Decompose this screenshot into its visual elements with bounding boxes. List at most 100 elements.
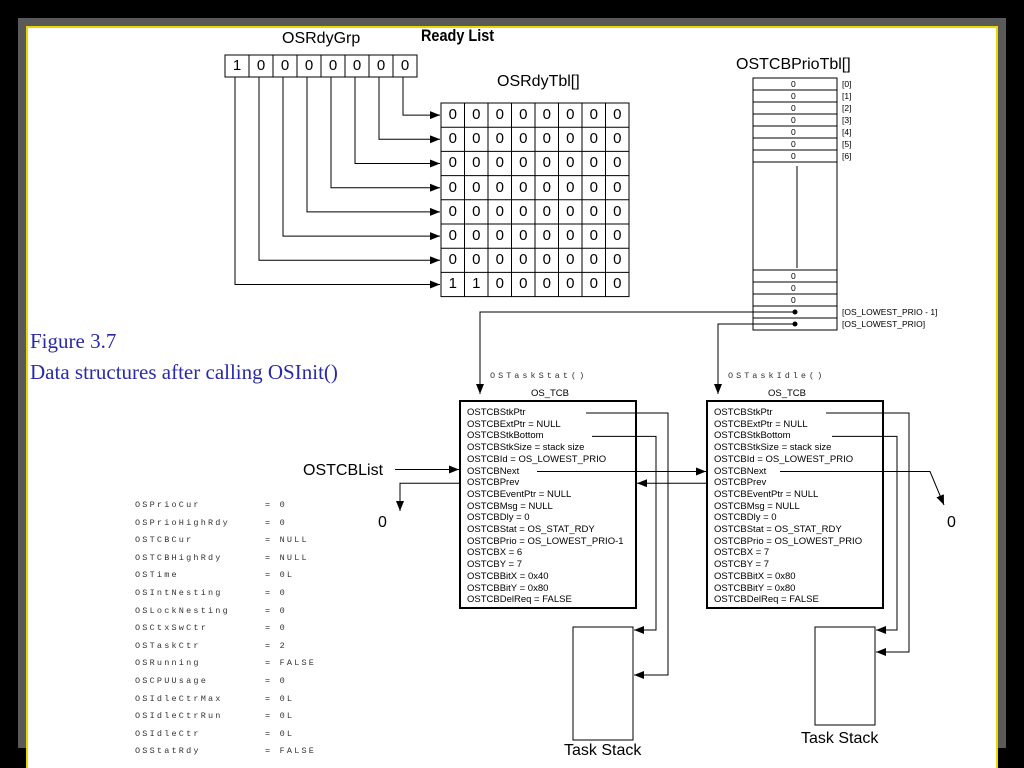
prio-cell-value: 0 — [791, 295, 796, 305]
ready-list-title: Ready List — [421, 26, 495, 45]
osrdytbl-cell: 0 — [566, 202, 575, 220]
osrdytbl-cell: 0 — [566, 275, 575, 293]
global-var-name: OSPrioHighRdy — [135, 517, 230, 528]
null-right-label: 0 — [947, 514, 956, 531]
global-var-name: OSStatRdy — [135, 746, 201, 757]
prio-to-stat-tcb-arrow — [476, 311, 795, 394]
osrdygrp-bit: 0 — [328, 57, 338, 74]
bit-to-row-arrow — [378, 77, 440, 144]
osrdytbl-cell: 0 — [589, 275, 598, 293]
osrdygrp-bit: 0 — [376, 57, 386, 74]
prio-cell-value: 0 — [791, 103, 796, 113]
global-var-name: OSIdleCtr — [135, 728, 201, 739]
bit-to-row-arrow — [402, 77, 440, 120]
osrdytbl-cell: 0 — [519, 251, 528, 269]
tcb-field: OSTCBExtPtr = NULL — [714, 418, 808, 430]
osrdygrp-bit: 0 — [400, 57, 410, 74]
osrdytbl-cell: 0 — [495, 202, 504, 220]
tcb-field: OSTCBY = 7 — [714, 559, 770, 571]
tcb-field: OSTCBPrev — [467, 477, 520, 489]
tcb-field: OSTCBStkSize = stack size — [714, 442, 832, 454]
osrdytbl-cell: 0 — [613, 178, 622, 196]
task-stack-stat-box — [572, 626, 634, 741]
tcb-stat-header: OS_TCB — [531, 388, 570, 399]
stat-stkbottom-arrow — [592, 435, 657, 634]
osrdytbl-cell: 0 — [613, 130, 622, 148]
tcb-field: OSTCBId = OS_LOWEST_PRIO — [714, 453, 854, 465]
prio-cell-value: 0 — [791, 139, 796, 149]
osrdygrp-bit: 0 — [256, 57, 266, 74]
prio-index-label: [4] — [842, 127, 852, 137]
prio-cell-value: 0 — [791, 91, 796, 101]
global-var-name: OSTCBCur — [135, 535, 194, 546]
tcb-field: OSTCBEventPtr = NULL — [714, 488, 819, 500]
osrdytbl-cell: 0 — [519, 154, 528, 172]
osrdytbl-cell: 0 — [472, 154, 481, 172]
tcb-field: OSTCBBitX = 0x80 — [714, 570, 796, 582]
prio-index-label: [5] — [842, 139, 852, 149]
prio-cell-value: 0 — [791, 127, 796, 137]
osrdytbl-cell: 0 — [542, 130, 551, 148]
osrdytbl-cell: 0 — [495, 154, 504, 172]
osrdytbl-cell: 0 — [495, 275, 504, 293]
global-var-value: = 0 — [265, 517, 287, 528]
osrdygrp-label: OSRdyGrp — [282, 30, 361, 47]
osrdytbl-cell: 0 — [472, 178, 481, 196]
global-var-value: = 0 — [265, 588, 287, 598]
tcb-field: OSTCBX = 6 — [467, 547, 523, 559]
ostcbpriotbl-box — [752, 77, 838, 331]
tcb-field: OSTCBDelReq = FALSE — [467, 594, 572, 606]
ostcbpriotbl-label: OSTCBPrioTbl[] — [736, 56, 851, 73]
osrdytbl-cell: 0 — [589, 130, 598, 148]
prio-to-idle-tcb-arrow — [714, 323, 795, 394]
osrdytbl-cell: 0 — [589, 227, 598, 244]
global-var-name: OSIdleCtrRun — [135, 711, 223, 722]
osrdytbl-cell: 0 — [448, 227, 457, 244]
tcb-field: OSTCBBitX = 0x40 — [467, 570, 549, 582]
global-var-name: OSLockNesting — [135, 605, 230, 616]
osrdytbl-cell: 0 — [448, 178, 457, 196]
osrdytbl-cell: 0 — [566, 154, 575, 172]
osrdytbl-cell: 0 — [472, 130, 481, 148]
prio-index-label: [2] — [842, 103, 852, 113]
global-var-value: = NULL — [265, 535, 309, 546]
osrdytbl-cell: 0 — [566, 178, 575, 196]
osrdytbl-cell: 0 — [613, 154, 622, 172]
tcb-field: OSTCBExtPtr = NULL — [467, 418, 561, 430]
stat-prev-null-arrow — [396, 482, 460, 511]
global-var-value: = 0 — [265, 623, 287, 634]
figure-caption: Data structures after calling OSInit() — [30, 360, 338, 384]
stat-stkptr-arrow — [586, 412, 669, 679]
global-var-value: = 0L — [265, 693, 295, 704]
bit-to-row-arrow — [330, 77, 440, 192]
tcb-field: OSTCBMsg = NULL — [714, 500, 800, 512]
ostcblist-label: OSTCBList — [303, 462, 384, 479]
bit-to-row-arrow — [306, 77, 440, 216]
tcb-field: OSTCBStat = OS_STAT_RDY — [467, 524, 595, 535]
bit-to-row-arrow — [234, 77, 440, 289]
tcb-field: OSTCBPrio = OS_LOWEST_PRIO — [714, 535, 863, 547]
osrdytbl-cell: 0 — [519, 106, 528, 123]
osrdytbl-cell: 0 — [589, 106, 598, 123]
prio-index-label: [1] — [842, 91, 852, 101]
task-stack-stat-label: Task Stack — [564, 742, 642, 759]
osrdytbl-cell: 1 — [472, 275, 481, 293]
tcb-field: OSTCBNext — [467, 465, 520, 477]
tcb-box-tcb_stat — [459, 400, 637, 609]
tcb-field: OSTCBStat = OS_STAT_RDY — [714, 524, 842, 535]
tcb-field: OSTCBPrio = OS_LOWEST_PRIO-1 — [467, 535, 624, 547]
global-var-name: OSTCBHighRdy — [135, 552, 223, 563]
osrdytbl-cell: 0 — [519, 227, 528, 244]
osrdytbl-cell: 0 — [519, 202, 528, 220]
osrdytbl-cell: 0 — [519, 178, 528, 196]
osrdytbl-cell: 0 — [448, 106, 457, 123]
osrdytbl-cell: 0 — [589, 202, 598, 220]
osrdytbl-cell: 0 — [472, 202, 481, 220]
osrdytbl-cell: 0 — [589, 251, 598, 269]
global-var-value: = NULL — [265, 552, 309, 563]
osrdytbl-cell: 0 — [495, 227, 504, 244]
global-var-name: OSTime — [135, 570, 179, 581]
tcb-field: OSTCBEventPtr = NULL — [467, 488, 572, 500]
osrdytbl-cell: 0 — [542, 251, 551, 269]
